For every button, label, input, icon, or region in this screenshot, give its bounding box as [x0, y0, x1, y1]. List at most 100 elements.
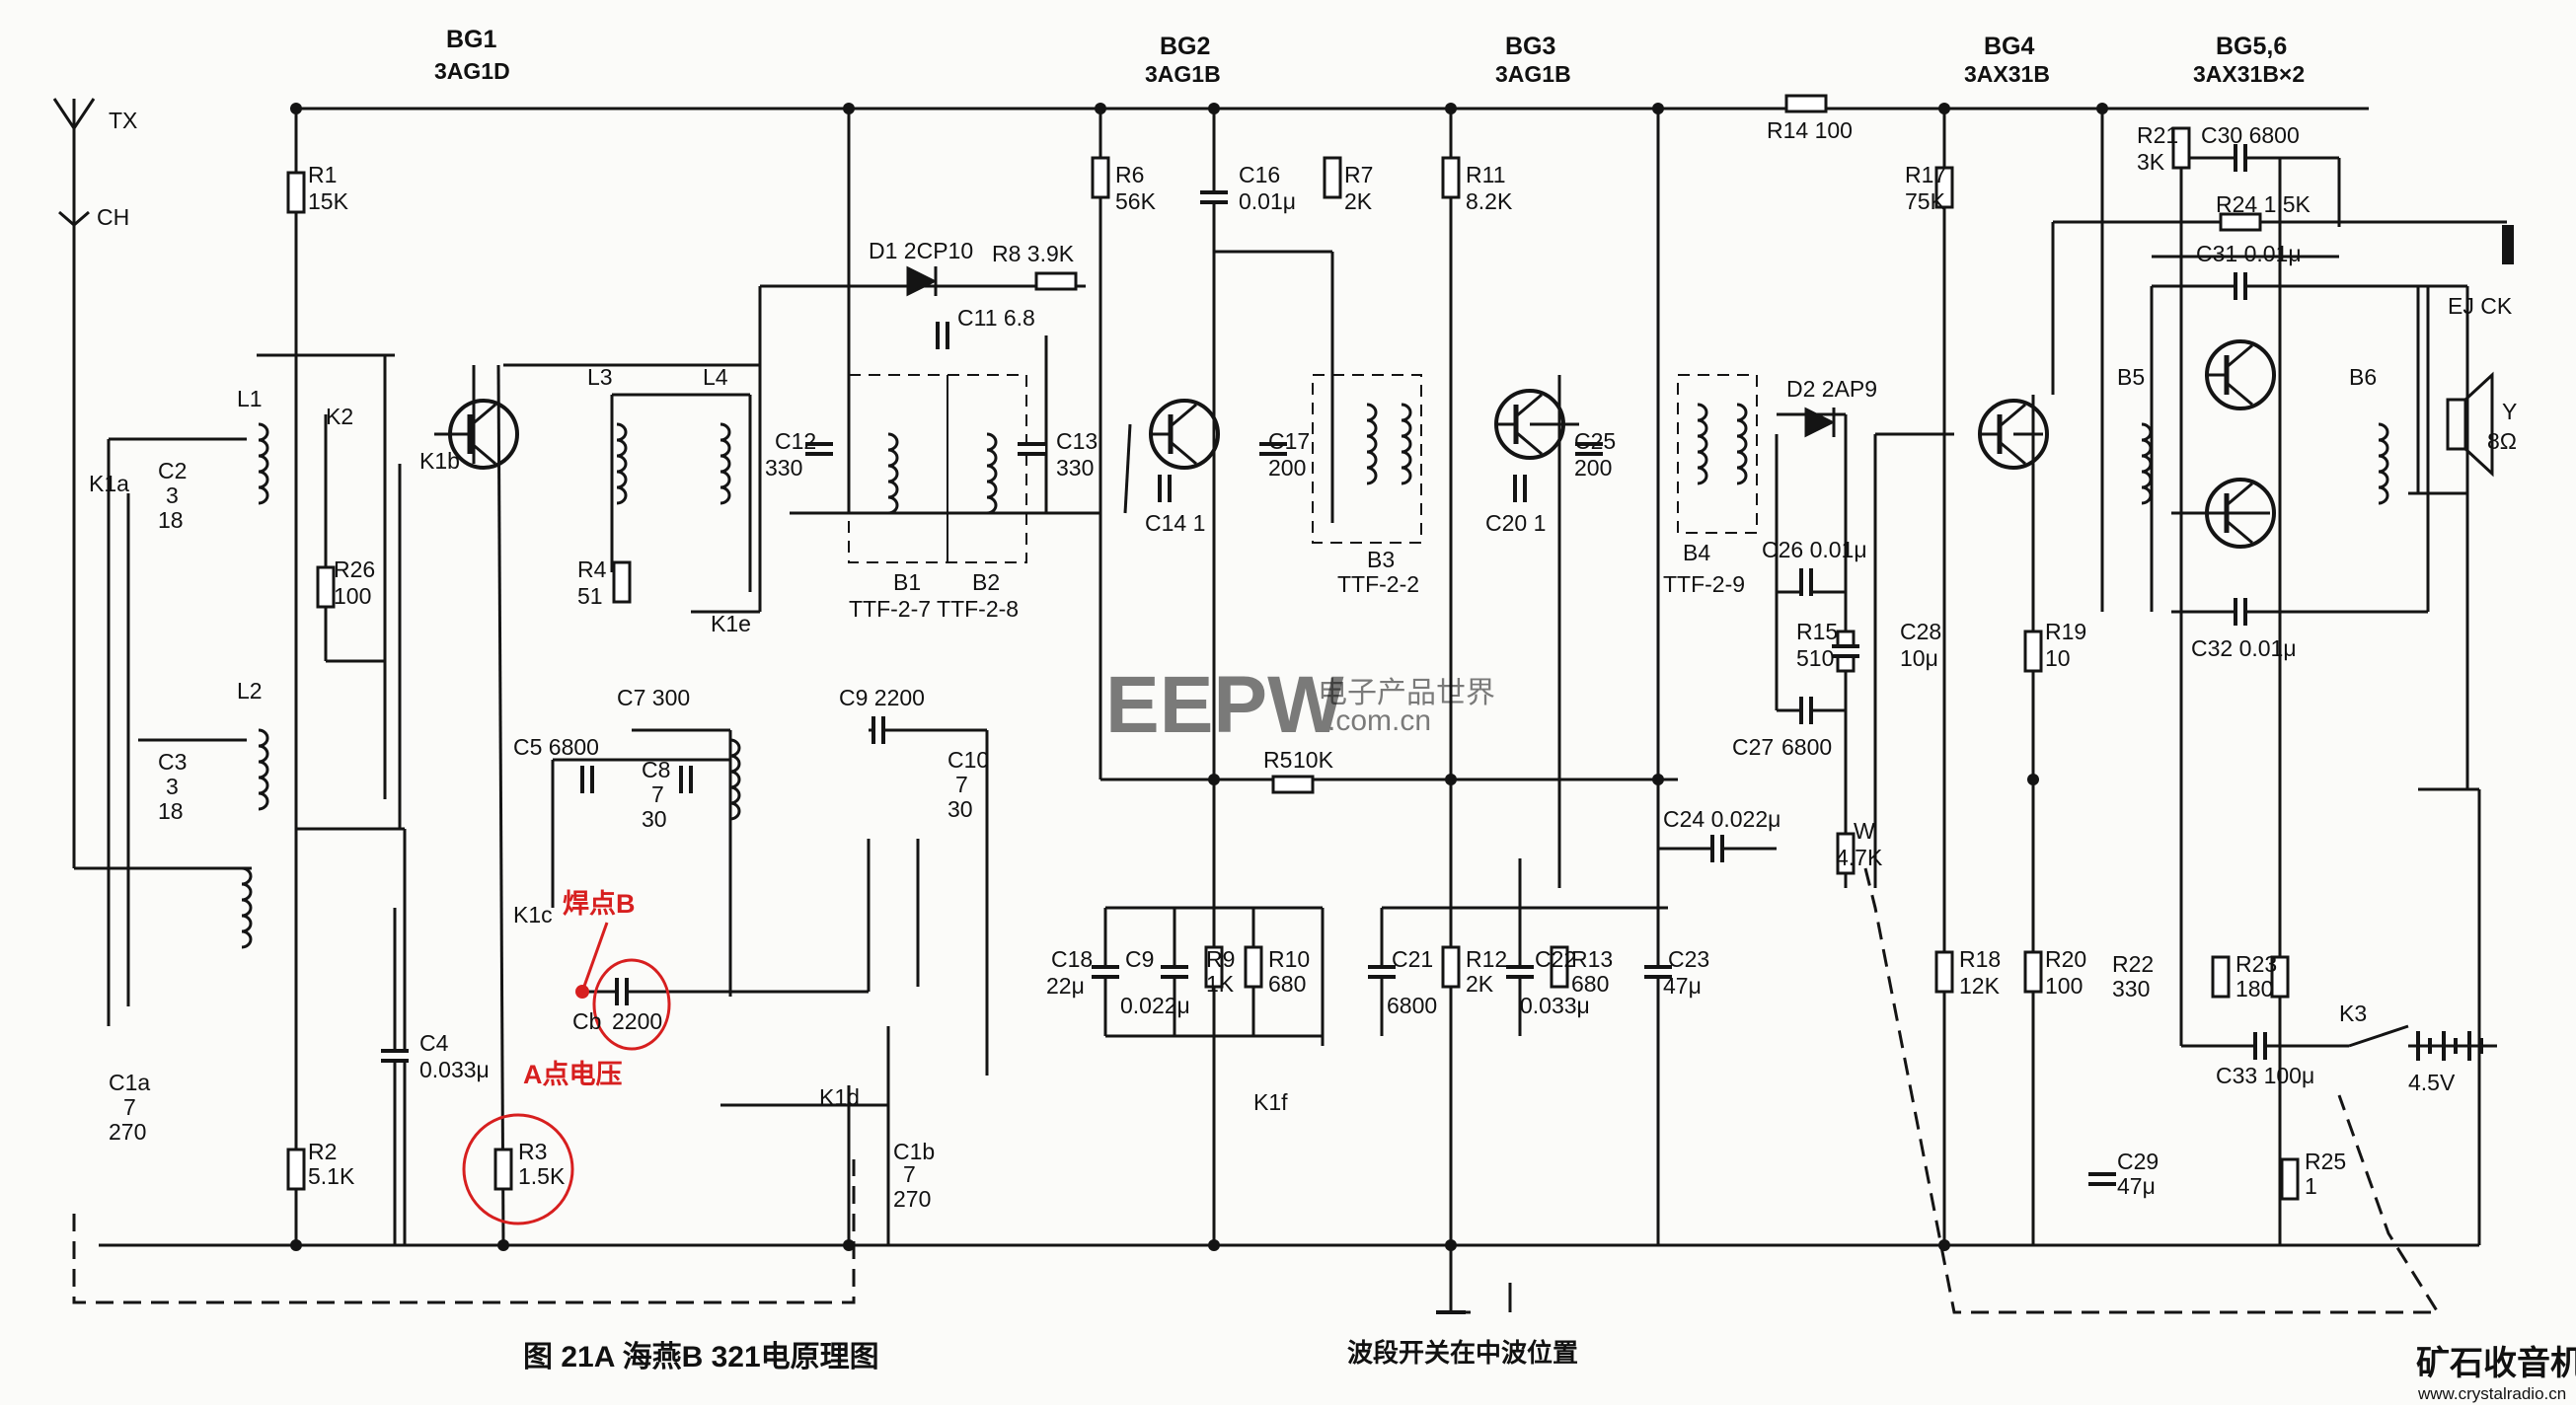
r20-label: R20 — [2045, 946, 2086, 972]
r19-label: R19 — [2045, 619, 2086, 644]
c1a-label: C1a — [109, 1070, 150, 1095]
r14-label: R14 100 — [1767, 117, 1853, 143]
r26-label: R26 — [334, 557, 375, 582]
r25-label: R25 — [2305, 1149, 2346, 1174]
r6-label: R6 — [1115, 162, 1144, 187]
r23-label: R23 — [2235, 951, 2277, 977]
c14-label: C14 1 — [1145, 510, 1205, 536]
r17-value: 75K — [1905, 188, 1946, 214]
c25-value: 200 — [1574, 455, 1612, 481]
gang-dashed-lines — [72, 867, 2441, 1314]
bg3-type: 3AG1B — [1495, 61, 1571, 87]
r20-value: 100 — [2045, 973, 2083, 999]
b3-type: TTF-2-2 — [1337, 571, 1419, 597]
pot-w-label: W — [1854, 818, 1875, 844]
cb-label: Cb — [572, 1008, 601, 1034]
component-labels: TX CH R1 15K R2 5.1K R3 1.5K R4 51 R5 10… — [89, 108, 2517, 1212]
c8-v1: 7 — [651, 781, 664, 807]
c4-label: C4 — [419, 1030, 449, 1056]
point-a-voltage-label: A点电压 — [523, 1060, 623, 1089]
b4-label: B4 — [1683, 540, 1710, 565]
r5-value: 10K — [1293, 747, 1334, 773]
b6-label: B6 — [2349, 364, 2377, 390]
b2-label: B2 — [972, 569, 1000, 595]
c17-value: 200 — [1268, 455, 1306, 481]
c4-value: 0.033μ — [419, 1057, 490, 1082]
b5-label: B5 — [2117, 364, 2145, 390]
figure-caption: 图 21A 海燕B 321电原理图 — [523, 1341, 879, 1373]
c8-v2: 30 — [642, 806, 667, 832]
c19-value: 0.022μ — [1120, 993, 1190, 1018]
bg56-type: 3AX31B×2 — [2193, 61, 2305, 87]
c27-label: C27 — [1732, 734, 1774, 760]
k1d-label: K1d — [819, 1084, 860, 1110]
r9-label: R9 — [1206, 946, 1235, 972]
c22-label: C22 — [1535, 946, 1576, 972]
k1c-label: K1c — [513, 902, 553, 928]
b12-types: TTF-2-7 TTF-2-8 — [849, 596, 1019, 622]
r8-label: R8 3.9K — [992, 241, 1075, 266]
c1a-v2: 270 — [109, 1119, 146, 1145]
c17-label: C17 — [1268, 428, 1310, 454]
c16-label: C16 — [1239, 162, 1280, 187]
battery-symbol — [2416, 1031, 2483, 1061]
c30-label: C30 6800 — [2201, 122, 2300, 148]
speaker-value: 8Ω — [2487, 428, 2517, 454]
r11-value: 8.2K — [1466, 188, 1513, 214]
r10-label: R10 — [1268, 946, 1310, 972]
b3-label: B3 — [1367, 547, 1395, 572]
r24-label: R24 1.5K — [2216, 191, 2311, 217]
r1-value: 15K — [308, 188, 349, 214]
junction-dots — [290, 103, 2108, 1251]
r13-label: R13 — [1571, 946, 1613, 972]
r7-value: 2K — [1344, 188, 1373, 214]
c16-value: 0.01μ — [1239, 188, 1296, 214]
jack-label: EJ CK — [2448, 293, 2513, 319]
bg1-ref: BG1 — [446, 26, 497, 53]
c28-label: C28 — [1900, 619, 1941, 644]
corner-url: www.crystalradio.cn — [2417, 1384, 2566, 1403]
c12-value: 330 — [765, 455, 802, 481]
c10-v1: 7 — [955, 772, 968, 797]
c18-label: C18 — [1051, 946, 1093, 972]
c1a-v1: 7 — [123, 1094, 136, 1120]
if-can-boxes — [848, 374, 1758, 563]
r10-value: 680 — [1268, 971, 1306, 997]
r4-label: R4 — [577, 557, 607, 582]
r7-label: R7 — [1344, 162, 1373, 187]
b1-label: B1 — [893, 569, 921, 595]
c3-label: C3 — [158, 749, 187, 775]
pot-w-value: 4.7K — [1836, 845, 1883, 870]
bg2-type: 3AG1B — [1145, 61, 1221, 87]
r4-value: 51 — [577, 583, 603, 609]
r11-label: R11 — [1466, 162, 1506, 187]
jack-symbol — [2502, 225, 2514, 264]
r15-label: R15 — [1796, 619, 1838, 644]
r18-label: R18 — [1959, 946, 2001, 972]
transistor-labels: BG1 3AG1D BG2 3AG1B BG3 3AG1B BG4 3AX31B… — [434, 26, 2305, 87]
c3-v1: 3 — [166, 774, 179, 799]
d2-label: D2 2AP9 — [1786, 376, 1877, 402]
c11-label: C11 6.8 — [957, 305, 1035, 331]
corner-title: 矿石收音机 — [2416, 1345, 2576, 1382]
bg56-ref: BG5,6 — [2216, 33, 2287, 60]
c20-label: C20 1 — [1485, 510, 1546, 536]
c3-v2: 18 — [158, 798, 184, 824]
battery-label: 4.5V — [2408, 1070, 2456, 1095]
c32-label: C32 0.01μ — [2191, 635, 2297, 661]
k1b-label: K1b — [419, 448, 460, 474]
r19-value: 10 — [2045, 645, 2071, 671]
r15-value: 510 — [1796, 645, 1834, 671]
r21-label: R21 — [2137, 122, 2178, 148]
c2-v1: 3 — [166, 482, 179, 508]
r6-value: 56K — [1115, 188, 1157, 214]
bg2-ref: BG2 — [1160, 33, 1210, 60]
c2-v2: 18 — [158, 507, 184, 533]
l4-label: L4 — [703, 364, 728, 390]
r2-label: R2 — [308, 1139, 337, 1164]
l2-label: L2 — [237, 678, 263, 704]
c27-value: 6800 — [1781, 734, 1832, 760]
c7-label: C7 300 — [617, 685, 690, 710]
k1e-label: K1e — [711, 611, 751, 636]
r9-value: 1K — [1206, 971, 1235, 997]
